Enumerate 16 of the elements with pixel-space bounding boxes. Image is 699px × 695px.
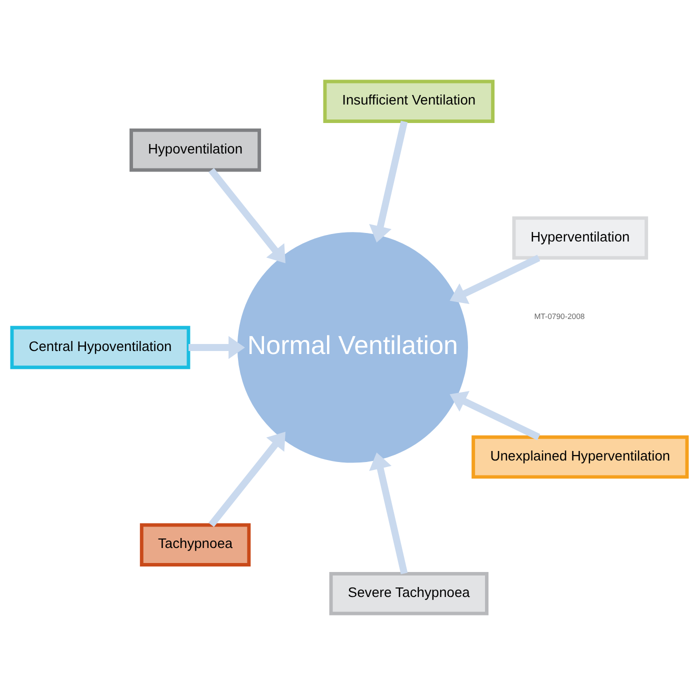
arrow <box>369 120 408 243</box>
node-box: Central Hypoventilation <box>10 326 190 370</box>
arrow <box>450 254 540 304</box>
node-box: Severe Tachypnoea <box>329 572 488 616</box>
node-box: Insufficient Ventilation <box>323 80 495 123</box>
node-circle: Normal Ventilation <box>237 232 468 463</box>
arrow <box>208 432 286 528</box>
arrow <box>208 168 286 264</box>
node-box: Hyperventilation <box>512 216 648 260</box>
arrow <box>450 390 540 440</box>
node-box: Unexplained Hyperventilation <box>472 435 689 479</box>
arrow <box>369 452 408 574</box>
arrow <box>188 336 245 359</box>
node-box: Hypoventilation <box>130 128 262 172</box>
node-box: Tachypnoea <box>140 523 251 567</box>
label: MT-0790-2008 <box>534 312 585 322</box>
